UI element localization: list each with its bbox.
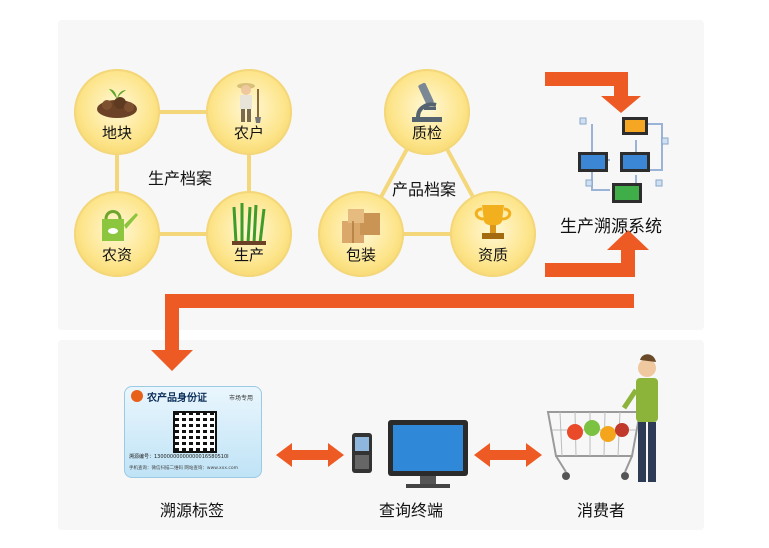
node-farmer: 农户 bbox=[206, 69, 292, 155]
node-label: 资质 bbox=[477, 246, 508, 264]
card-code-line: 溯源编号：13000000000000016580510I bbox=[129, 454, 229, 460]
soil-icon bbox=[97, 89, 137, 118]
production-archive-title: 生产档案 bbox=[148, 169, 213, 188]
shopping-cart-icon bbox=[546, 411, 642, 480]
node-label: 农户 bbox=[233, 124, 264, 142]
person-icon bbox=[621, 354, 658, 482]
tag-label: 溯源标签 bbox=[160, 501, 225, 520]
node-label: 包装 bbox=[345, 246, 376, 264]
consumer-label: 消费者 bbox=[577, 501, 626, 520]
terminal-label: 查询终端 bbox=[379, 501, 444, 520]
farmer-icon bbox=[237, 83, 261, 123]
phone-icon bbox=[352, 433, 372, 473]
node-packaging: 包装 bbox=[318, 191, 404, 277]
node-label: 生产 bbox=[233, 246, 264, 264]
node-label: 质检 bbox=[411, 124, 442, 142]
node-label: 地块 bbox=[101, 124, 132, 142]
card-title: 农产品身份证 bbox=[147, 393, 207, 404]
card-logo-icon bbox=[131, 390, 143, 402]
product-archive-title: 产品档案 bbox=[392, 180, 457, 199]
qr-code-icon bbox=[173, 411, 217, 453]
traceability-card: 农产品身份证 市场专用 溯源编号：13000000000000016580510… bbox=[124, 386, 262, 478]
monitor-icon bbox=[388, 420, 468, 488]
watering-can-icon bbox=[102, 210, 138, 241]
node-inspection: 质检 bbox=[384, 69, 470, 155]
card-footer: 手机查询：微信扫描二维码 网站查询：www.xxx.com bbox=[129, 466, 239, 471]
node-plot: 地块 bbox=[74, 69, 160, 155]
node-label: 农资 bbox=[101, 246, 132, 264]
system-title: 生产溯源系统 bbox=[560, 217, 662, 237]
top-panel bbox=[58, 20, 704, 330]
node-production: 生产 bbox=[206, 191, 292, 277]
crop-icon bbox=[232, 203, 266, 245]
microscope-icon bbox=[412, 82, 442, 122]
card-header: 农产品身份证 市场专用 bbox=[125, 387, 261, 405]
monitor-icon bbox=[578, 117, 650, 203]
card-badge: 市场专用 bbox=[228, 395, 253, 402]
node-supplies: 农资 bbox=[74, 191, 160, 277]
node-qualification: 资质 bbox=[450, 191, 536, 277]
boxes-icon bbox=[342, 209, 380, 243]
trophy-icon bbox=[474, 205, 512, 239]
